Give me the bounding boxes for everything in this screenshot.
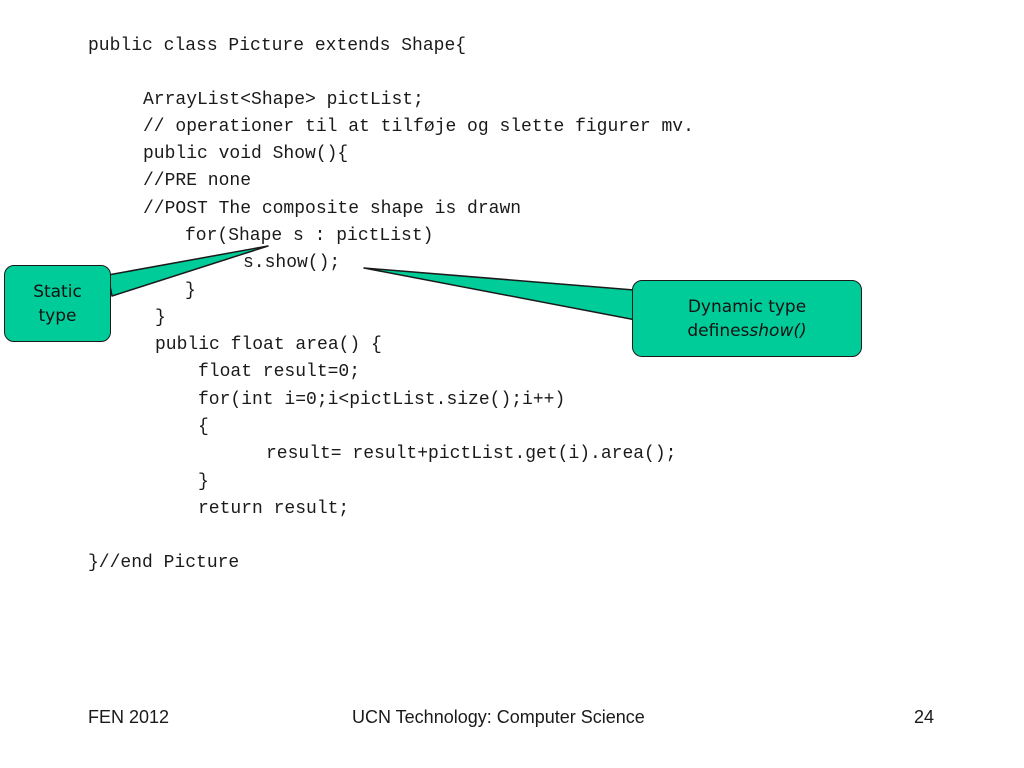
static-type-callout: Static type xyxy=(4,265,111,342)
dynamic-callout-pointer xyxy=(363,267,637,321)
dynamic-callout-line1: Dynamic type xyxy=(687,296,807,317)
code-line: for(int i=0;i<pictList.size();i++) xyxy=(198,390,566,410)
code-line: //POST The composite shape is drawn xyxy=(143,199,522,219)
code-line: s.show(); xyxy=(243,253,341,273)
code-line: //PRE none xyxy=(143,171,252,191)
code-line: public class Picture extends Shape{ xyxy=(88,36,467,56)
code-line: return result; xyxy=(198,499,350,519)
code-line: // operationer til at tilføje og slette … xyxy=(143,117,694,137)
footer-left: FEN 2012 xyxy=(88,707,170,727)
code-line: } xyxy=(155,308,166,328)
static-callout-line2: type xyxy=(38,305,77,326)
code-line: public void Show(){ xyxy=(143,144,349,164)
code-line: public float area() { xyxy=(155,335,382,355)
footer-center: UCN Technology: Computer Science xyxy=(352,707,645,727)
dynamic-type-callout: Dynamic type definesshow() xyxy=(632,280,862,357)
code-line: float result=0; xyxy=(198,362,361,382)
code-line: }//end Picture xyxy=(88,553,240,573)
code-line: result= result+pictList.get(i).area(); xyxy=(266,444,677,464)
dynamic-callout-line2: definesshow() xyxy=(687,319,806,343)
code-line: for(Shape s : pictList) xyxy=(185,226,434,246)
code-line: { xyxy=(198,417,209,437)
dynamic-callout-prefix: defines xyxy=(687,320,750,341)
page-number: 24 xyxy=(914,707,935,727)
code-line: } xyxy=(185,281,196,301)
code-line: ArrayList<Shape> pictList; xyxy=(143,90,424,110)
dynamic-callout-method: show() xyxy=(749,320,807,341)
code-line: } xyxy=(198,472,209,492)
static-callout-line1: Static xyxy=(33,281,82,302)
